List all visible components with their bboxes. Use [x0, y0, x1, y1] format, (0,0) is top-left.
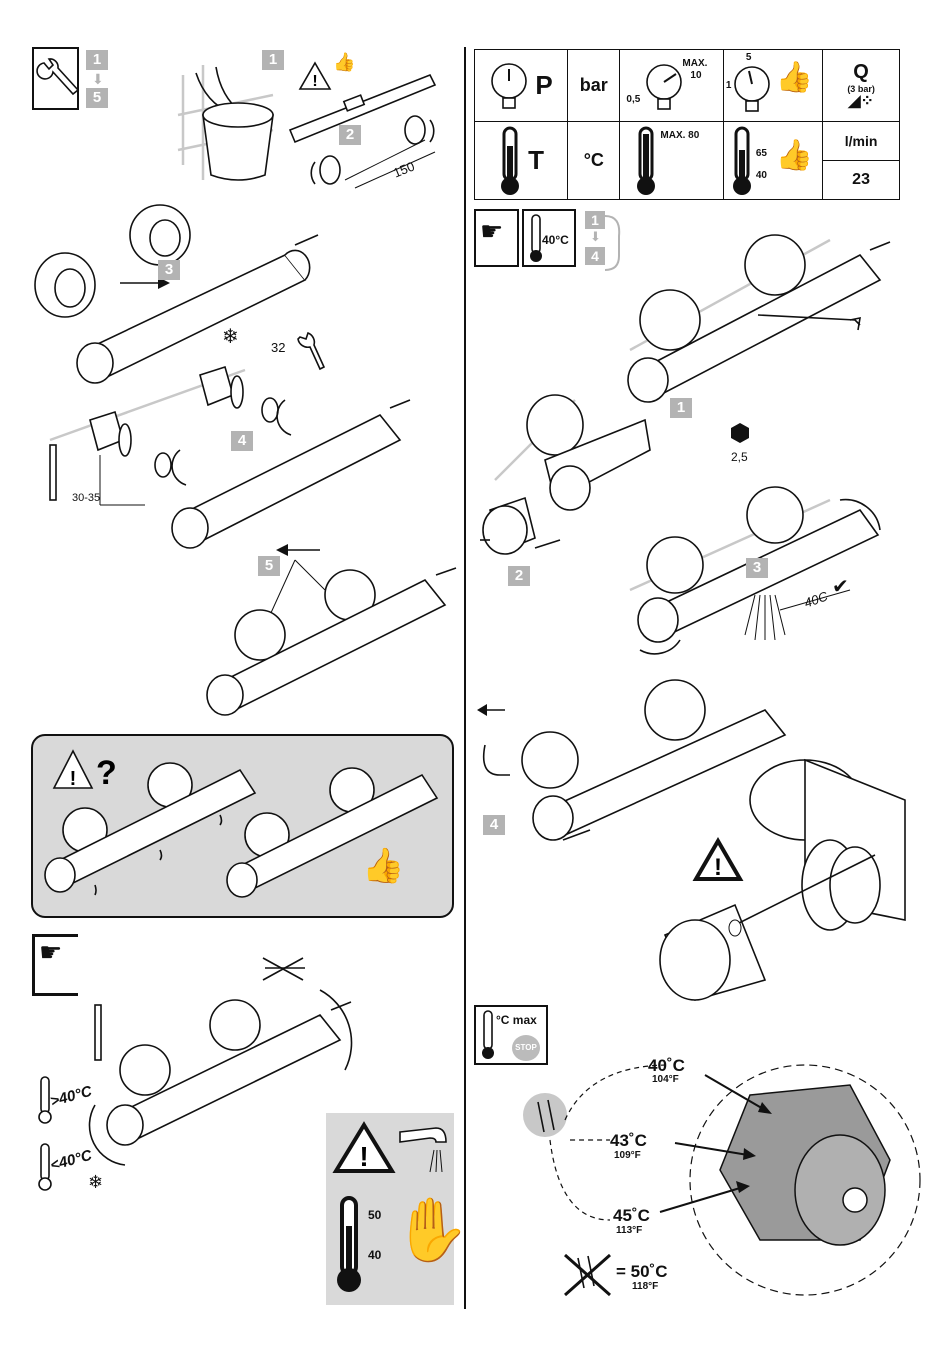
pressure-unit: bar: [579, 75, 608, 95]
cap-removal-illustration: [480, 394, 651, 555]
limit-45f: 113°F: [616, 1225, 643, 1236]
svg-text:!: !: [359, 1141, 368, 1172]
temperature-symbol: T: [528, 145, 545, 175]
hand-icon: ✋: [393, 1196, 471, 1265]
checkmark-icon: ✔: [832, 576, 849, 598]
temp-low-label: 40: [368, 1248, 382, 1262]
temp-max-label: °C max: [496, 1013, 537, 1027]
max-thermometer-icon: [637, 126, 656, 195]
technical-data-table: P bar MAX. 10 0,5 5 1 👍 Q (3 bar) ◢⁘ T °…: [473, 49, 900, 200]
flow-symbol: Q: [853, 61, 869, 83]
step-range-to: 5: [86, 88, 108, 108]
limit-40c: 40˚C: [648, 1056, 685, 1075]
temp-high-label: 50: [368, 1208, 382, 1222]
recommended-temp-high: 65: [755, 148, 767, 159]
hex-size-label: 2,5: [731, 450, 748, 464]
limit-50f: 118°F: [632, 1281, 659, 1292]
thumbs-up-icon: 👍: [362, 847, 405, 885]
hand-pointer-icon: ☛: [32, 934, 78, 996]
hand-pointer-icon: ☛: [474, 209, 519, 267]
flush-pipes-bucket-illustration: [177, 65, 274, 181]
min-pressure-value: 0,5: [626, 94, 641, 105]
temperature-limit-diagram: [523, 1064, 921, 1297]
calibration-range-from: 1: [585, 211, 605, 229]
calibration-step-4-badge: 4: [483, 815, 505, 835]
max-pressure-value: 10: [690, 70, 702, 81]
calibration-range-to: 4: [585, 247, 605, 265]
step-range-from: 1: [86, 50, 108, 70]
step-1-badge: 1: [262, 50, 284, 70]
repeat-loop-icon: [604, 215, 621, 271]
wrench-tool-icon: [32, 47, 80, 110]
warning-triangle-icon: !: [332, 1121, 396, 1173]
max-temperature: MAX. 80: [660, 130, 700, 141]
s-union-connection-illustration: [49, 365, 411, 549]
thumbs-up-icon: 👍: [333, 52, 356, 72]
spirit-level-connections-illustration: [288, 73, 437, 189]
recommended-pressure-gauge-icon: [734, 66, 770, 112]
rosette-mounting-illustration: [34, 204, 319, 384]
recommended-pressure-low: 1: [725, 80, 732, 91]
thumbs-up-icon: 👍: [775, 61, 814, 94]
snowflake-icon: ❄: [88, 1172, 104, 1192]
shower-spray-icon: ◢⁘: [848, 93, 874, 110]
flow-pressure: (3 bar): [847, 84, 875, 94]
step-3-badge: 3: [158, 260, 180, 280]
limit-45c: 45˚C: [613, 1206, 650, 1225]
limit-50c: = 50˚C: [616, 1262, 668, 1281]
thermometer-icon: [337, 1196, 361, 1292]
flow-unit: l/min: [823, 122, 899, 161]
limit-40f: 104°F: [652, 1074, 679, 1085]
stop-sign-icon: STOP: [512, 1035, 540, 1061]
recommended-temp-low: 40: [755, 170, 767, 181]
limit-43f: 109°F: [614, 1150, 641, 1161]
wrench-icon: [297, 331, 326, 371]
calibration-step-1-badge: 1: [670, 398, 692, 418]
correct-mixer-illustration: [226, 767, 439, 898]
step-4-badge: 4: [231, 431, 253, 451]
svg-text:!: !: [714, 854, 722, 881]
limit-43c: 43˚C: [610, 1131, 647, 1150]
thermometer-icon: [38, 1076, 52, 1124]
svg-text:?: ?: [96, 754, 117, 792]
recommended-pressure-high: 5: [745, 52, 752, 63]
warning-triangle-icon: !: [692, 837, 744, 881]
operating-mixer-illustration: [88, 957, 353, 1166]
arrow-down-icon: ⬇: [590, 229, 601, 244]
step-2-badge: 2: [339, 125, 361, 145]
calibration-temp-label: 40°C: [542, 233, 569, 247]
calibration-step-2-badge: 2: [508, 566, 530, 586]
warning-triangle-icon: !: [298, 61, 332, 90]
svg-text:!: !: [70, 768, 77, 790]
cartridge-detail-illustration: [659, 758, 906, 1001]
thermometer-icon: [38, 1143, 52, 1191]
thermometer-icon: [501, 126, 520, 195]
pressure-gauge-icon: [491, 62, 528, 109]
flow-value: 23: [852, 171, 870, 188]
calibration-mixer-illustration: [627, 234, 891, 403]
hot-tap-icon: [399, 1127, 447, 1173]
max-pressure-gauge-icon: [646, 64, 683, 110]
recommended-thermometer-icon: [732, 126, 751, 195]
pressure-symbol: P: [535, 70, 553, 100]
snowflake-icon: ❄: [222, 326, 239, 348]
thumbs-up-icon: 👍: [775, 139, 814, 172]
svg-text:!: !: [312, 73, 317, 90]
hex-key-icon: [731, 423, 749, 443]
warning-question-icon: !?: [52, 749, 117, 792]
arrow-down-icon: ⬇: [92, 71, 104, 87]
temp-max-stop-icon: °C max STOP: [474, 1005, 548, 1065]
thermometer-set-icon: 40°C: [522, 209, 576, 267]
mounted-mixer-illustration: [206, 544, 457, 716]
page-divider: [464, 47, 466, 1309]
temperature-unit: °C: [583, 150, 604, 170]
max-label: MAX.: [682, 58, 708, 69]
wrench-size-label: 32: [271, 340, 286, 355]
cap-reassembly-illustration: [477, 679, 787, 841]
step-5-badge: 5: [258, 556, 280, 576]
thread-length-label: 30-35: [72, 492, 101, 504]
leaking-mixer-illustration: [44, 762, 257, 896]
calibration-step-3-badge: 3: [746, 558, 768, 578]
